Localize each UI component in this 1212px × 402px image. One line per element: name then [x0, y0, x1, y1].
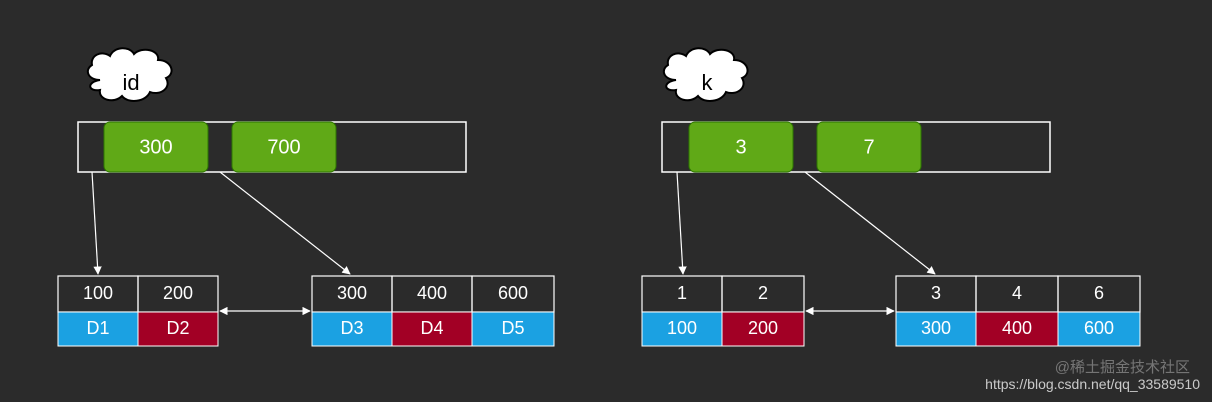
leaf-value-cell-blue [57, 311, 139, 347]
leaf-node: 1 2 100 200 [641, 275, 805, 347]
leaf-value-cell-red [391, 311, 473, 347]
leaf-value: D2 [166, 318, 189, 338]
leaf-value-cell-red [721, 311, 805, 347]
leaf-node: 3 4 6 300 400 600 [895, 275, 1141, 347]
leaf-key: 400 [417, 283, 447, 303]
leaf-value: D1 [86, 318, 109, 338]
cloud-shape [86, 47, 173, 102]
tree-primary-index: id 300 700 100 200 D1 D2 300 400 600 [57, 47, 555, 347]
leaf-value: 100 [667, 318, 697, 338]
child-pointer-arrow [804, 171, 936, 275]
root-key-box [816, 121, 922, 173]
leaf-key: 200 [163, 283, 193, 303]
leaf-key: 600 [498, 283, 528, 303]
child-pointer-arrow [676, 171, 687, 275]
tree-label: id [122, 70, 139, 95]
leaf-value: D3 [340, 318, 363, 338]
leaf-key: 1 [677, 283, 687, 303]
watermark: @稀土掘金技术社区 https://blog.csdn.net/qq_33589… [985, 360, 1200, 393]
tree-label: k [702, 70, 714, 95]
tree-secondary-index: k 3 7 1 2 100 200 3 4 6 [641, 47, 1141, 347]
leaf-value-cell-red [137, 311, 219, 347]
leaf-key: 300 [337, 283, 367, 303]
leaf-key: 4 [1012, 283, 1022, 303]
leaf-value-cell-red [975, 311, 1059, 347]
leaf-value: 400 [1002, 318, 1032, 338]
leaf-key: 6 [1094, 283, 1104, 303]
child-pointer-arrow [219, 171, 351, 275]
root-key-box [231, 121, 337, 173]
leaf-key: 100 [83, 283, 113, 303]
watermark-site: @稀土掘金技术社区 [1054, 359, 1190, 376]
leaf-value-cell-blue [471, 311, 555, 347]
leaf-value-cell-blue [1057, 311, 1141, 347]
watermark-url: https://blog.csdn.net/qq_33589510 [985, 376, 1200, 392]
root-key: 300 [139, 136, 172, 158]
leaf-key: 2 [758, 283, 768, 303]
root-key: 7 [863, 136, 874, 158]
leaf-node: 300 400 600 D3 D4 D5 [311, 275, 555, 347]
leaf-value-cell-blue [895, 311, 977, 347]
leaf-value: 600 [1084, 318, 1114, 338]
leaf-value: D4 [420, 318, 443, 338]
leaf-value: 300 [921, 318, 951, 338]
cloud-label-group: id [86, 47, 173, 102]
root-key-box [688, 121, 794, 173]
root-key: 3 [735, 136, 746, 158]
leaf-value-cell-blue [311, 311, 393, 347]
leaf-key: 3 [931, 283, 941, 303]
cloud-label-group: k [662, 47, 749, 102]
leaf-value-cell-blue [641, 311, 723, 347]
root-key-box [103, 121, 209, 173]
cloud-shape [662, 47, 749, 102]
child-pointer-arrow [91, 171, 102, 275]
leaf-value: 200 [748, 318, 778, 338]
leaf-value: D5 [501, 318, 524, 338]
root-key: 700 [267, 136, 300, 158]
leaf-node: 100 200 D1 D2 [57, 275, 219, 347]
